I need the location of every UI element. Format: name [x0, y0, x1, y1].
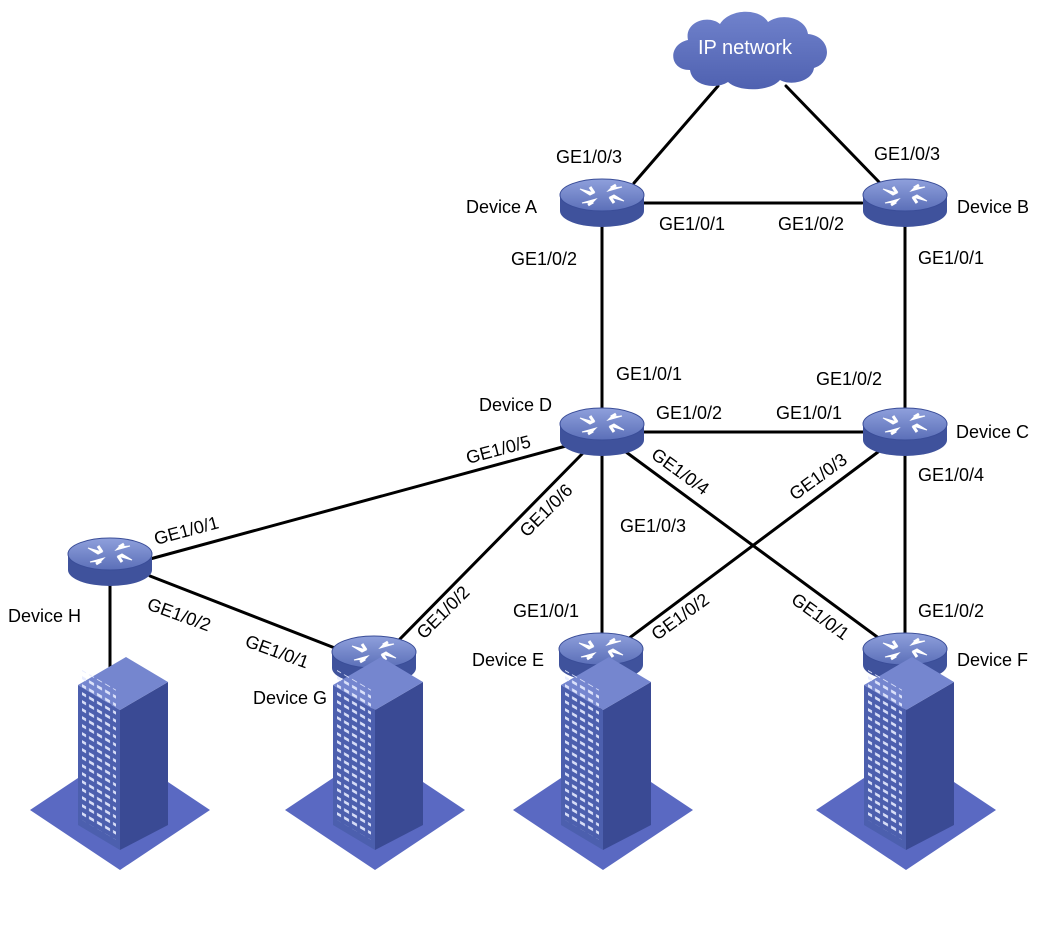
device-g-label: Device G: [253, 688, 327, 708]
port-f-to-c: GE1/0/2: [918, 601, 984, 621]
link-cloud-b: [784, 84, 882, 185]
router-icon: [66, 536, 154, 588]
cloud-label: IP network: [698, 37, 793, 59]
router-icon: [861, 406, 949, 458]
port-d-up: GE1/0/1: [616, 364, 682, 384]
port-d-to-h: GE1/0/5: [464, 431, 533, 467]
port-g-to-d: GE1/0/2: [413, 582, 474, 643]
router-icon: [558, 406, 646, 458]
port-a-up: GE1/0/3: [556, 147, 622, 167]
building-icon: [30, 657, 210, 870]
cloud-shape: [673, 11, 827, 90]
port-e-to-d: GE1/0/1: [513, 601, 579, 621]
router-icon: [558, 177, 646, 229]
building-e: [513, 657, 693, 870]
building-g: [285, 657, 465, 870]
router-icon: [861, 177, 949, 229]
link-c-e: [626, 450, 880, 641]
device-b[interactable]: [861, 177, 949, 229]
link-cloud-a: [632, 84, 720, 185]
port-c-to-d: GE1/0/1: [776, 403, 842, 423]
link-d-g: [396, 450, 586, 643]
device-c[interactable]: [861, 406, 949, 458]
port-b-down: GE1/0/1: [918, 248, 984, 268]
port-h-to-g: GE1/0/2: [145, 594, 214, 635]
port-g-to-h: GE1/0/1: [243, 631, 312, 672]
port-c-up: GE1/0/2: [816, 369, 882, 389]
device-f-label: Device F: [957, 650, 1028, 670]
port-b-to-a: GE1/0/2: [778, 214, 844, 234]
port-d-to-c: GE1/0/2: [656, 403, 722, 423]
device-a-label: Device A: [466, 197, 537, 217]
link-d-h: [148, 444, 568, 561]
building-f: [816, 657, 996, 870]
port-c-to-f: GE1/0/4: [918, 465, 984, 485]
building-icon: [816, 657, 996, 870]
port-d-to-e: GE1/0/3: [620, 516, 686, 536]
device-d-label: Device D: [479, 395, 552, 415]
port-a-down: GE1/0/2: [511, 249, 577, 269]
building-icon: [513, 657, 693, 870]
building-h: [30, 657, 210, 870]
device-c-label: Device C: [956, 422, 1029, 442]
device-a[interactable]: [558, 177, 646, 229]
port-a-to-b: GE1/0/1: [659, 214, 725, 234]
port-b-up: GE1/0/3: [874, 144, 940, 164]
device-d[interactable]: [558, 406, 646, 458]
ip-network-cloud: IP network: [673, 11, 827, 90]
port-f-to-d: GE1/0/1: [788, 589, 853, 644]
link-h-g: [148, 574, 342, 652]
device-h-label: Device H: [8, 606, 81, 626]
device-e-label: Device E: [472, 650, 544, 670]
device-h[interactable]: [66, 536, 154, 588]
device-b-label: Device B: [957, 197, 1029, 217]
